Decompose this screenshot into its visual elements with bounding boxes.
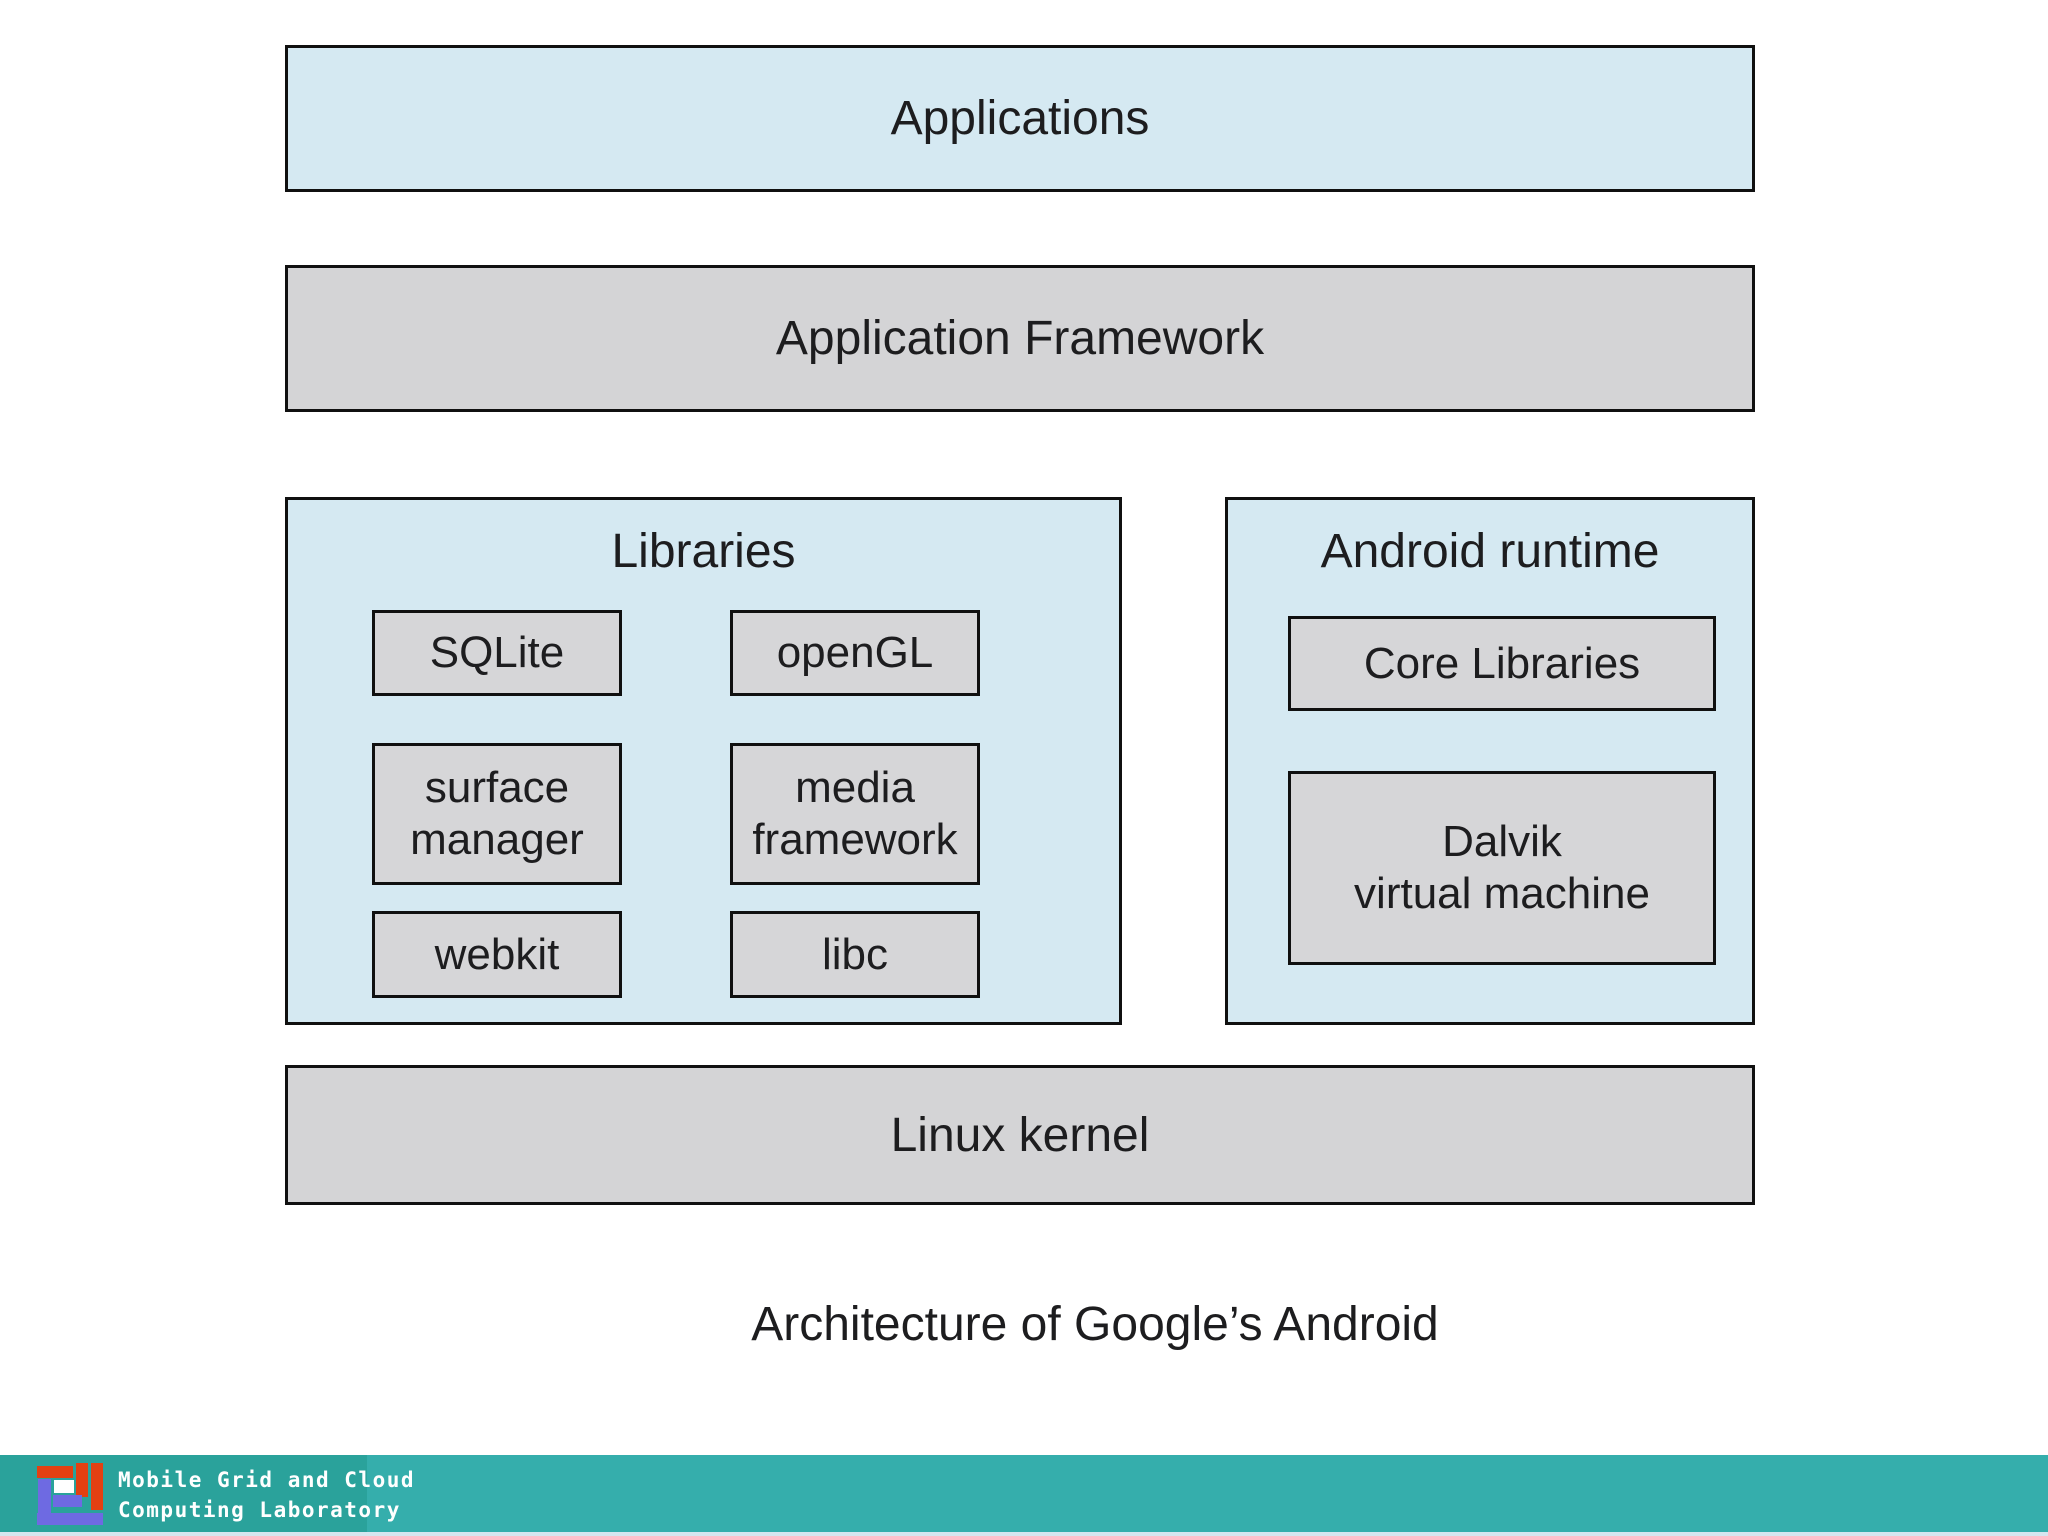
libraries-group-title: Libraries	[611, 525, 796, 578]
footer-bar: Mobile Grid and Cloud Computing Laborato…	[0, 1455, 2048, 1536]
library-opengl: openGL	[730, 610, 980, 696]
runtime-dalvik-vm: Dalvik virtual machine	[1288, 771, 1716, 965]
logo-block-blue-left	[38, 1479, 51, 1513]
lab-name-line2: Computing Laboratory	[118, 1498, 401, 1522]
library-webkit: webkit	[372, 911, 622, 998]
runtime-core-libraries-label: Core Libraries	[1363, 638, 1641, 688]
android-runtime-group-title: Android runtime	[1320, 525, 1660, 578]
logo-block-blue-mid	[53, 1495, 82, 1507]
library-surface-manager-label: surface manager	[410, 763, 584, 864]
layer-applications: Applications	[285, 45, 1755, 192]
layer-application-framework-label: Application Framework	[775, 312, 1265, 365]
library-libc-label: libc	[821, 929, 889, 979]
lab-name-line1: Mobile Grid and Cloud	[118, 1468, 416, 1492]
android-runtime-group: Android runtime Core Libraries Dalvik vi…	[1225, 497, 1755, 1025]
layer-application-framework: Application Framework	[285, 265, 1755, 412]
layer-applications-label: Applications	[890, 92, 1150, 145]
library-opengl-label: openGL	[776, 628, 934, 678]
library-webkit-label: webkit	[434, 929, 560, 979]
library-surface-manager: surface manager	[372, 743, 622, 885]
logo-block-red-top	[37, 1466, 73, 1478]
logo-block-red-right	[91, 1463, 103, 1510]
layer-linux-kernel: Linux kernel	[285, 1065, 1755, 1205]
library-media-framework: media framework	[730, 743, 980, 885]
runtime-core-libraries: Core Libraries	[1288, 616, 1716, 711]
library-media-framework-label: media framework	[752, 763, 958, 864]
libraries-group: Libraries SQLite openGL surface manager …	[285, 497, 1122, 1025]
logo-block-white-center	[54, 1480, 74, 1493]
logo-block-red-mid	[76, 1463, 88, 1497]
diagram-caption: Architecture of Google’s Android	[751, 1298, 1439, 1351]
library-sqlite: SQLite	[372, 610, 622, 696]
layer-linux-kernel-label: Linux kernel	[890, 1108, 1150, 1162]
runtime-dalvik-vm-label: Dalvik virtual machine	[1354, 817, 1650, 918]
footer-bottom-strip	[0, 1532, 2048, 1536]
library-sqlite-label: SQLite	[429, 628, 565, 678]
library-libc: libc	[730, 911, 980, 998]
logo-block-blue-bottom	[37, 1513, 103, 1525]
mgcc-lab-logo-icon	[36, 1462, 104, 1526]
